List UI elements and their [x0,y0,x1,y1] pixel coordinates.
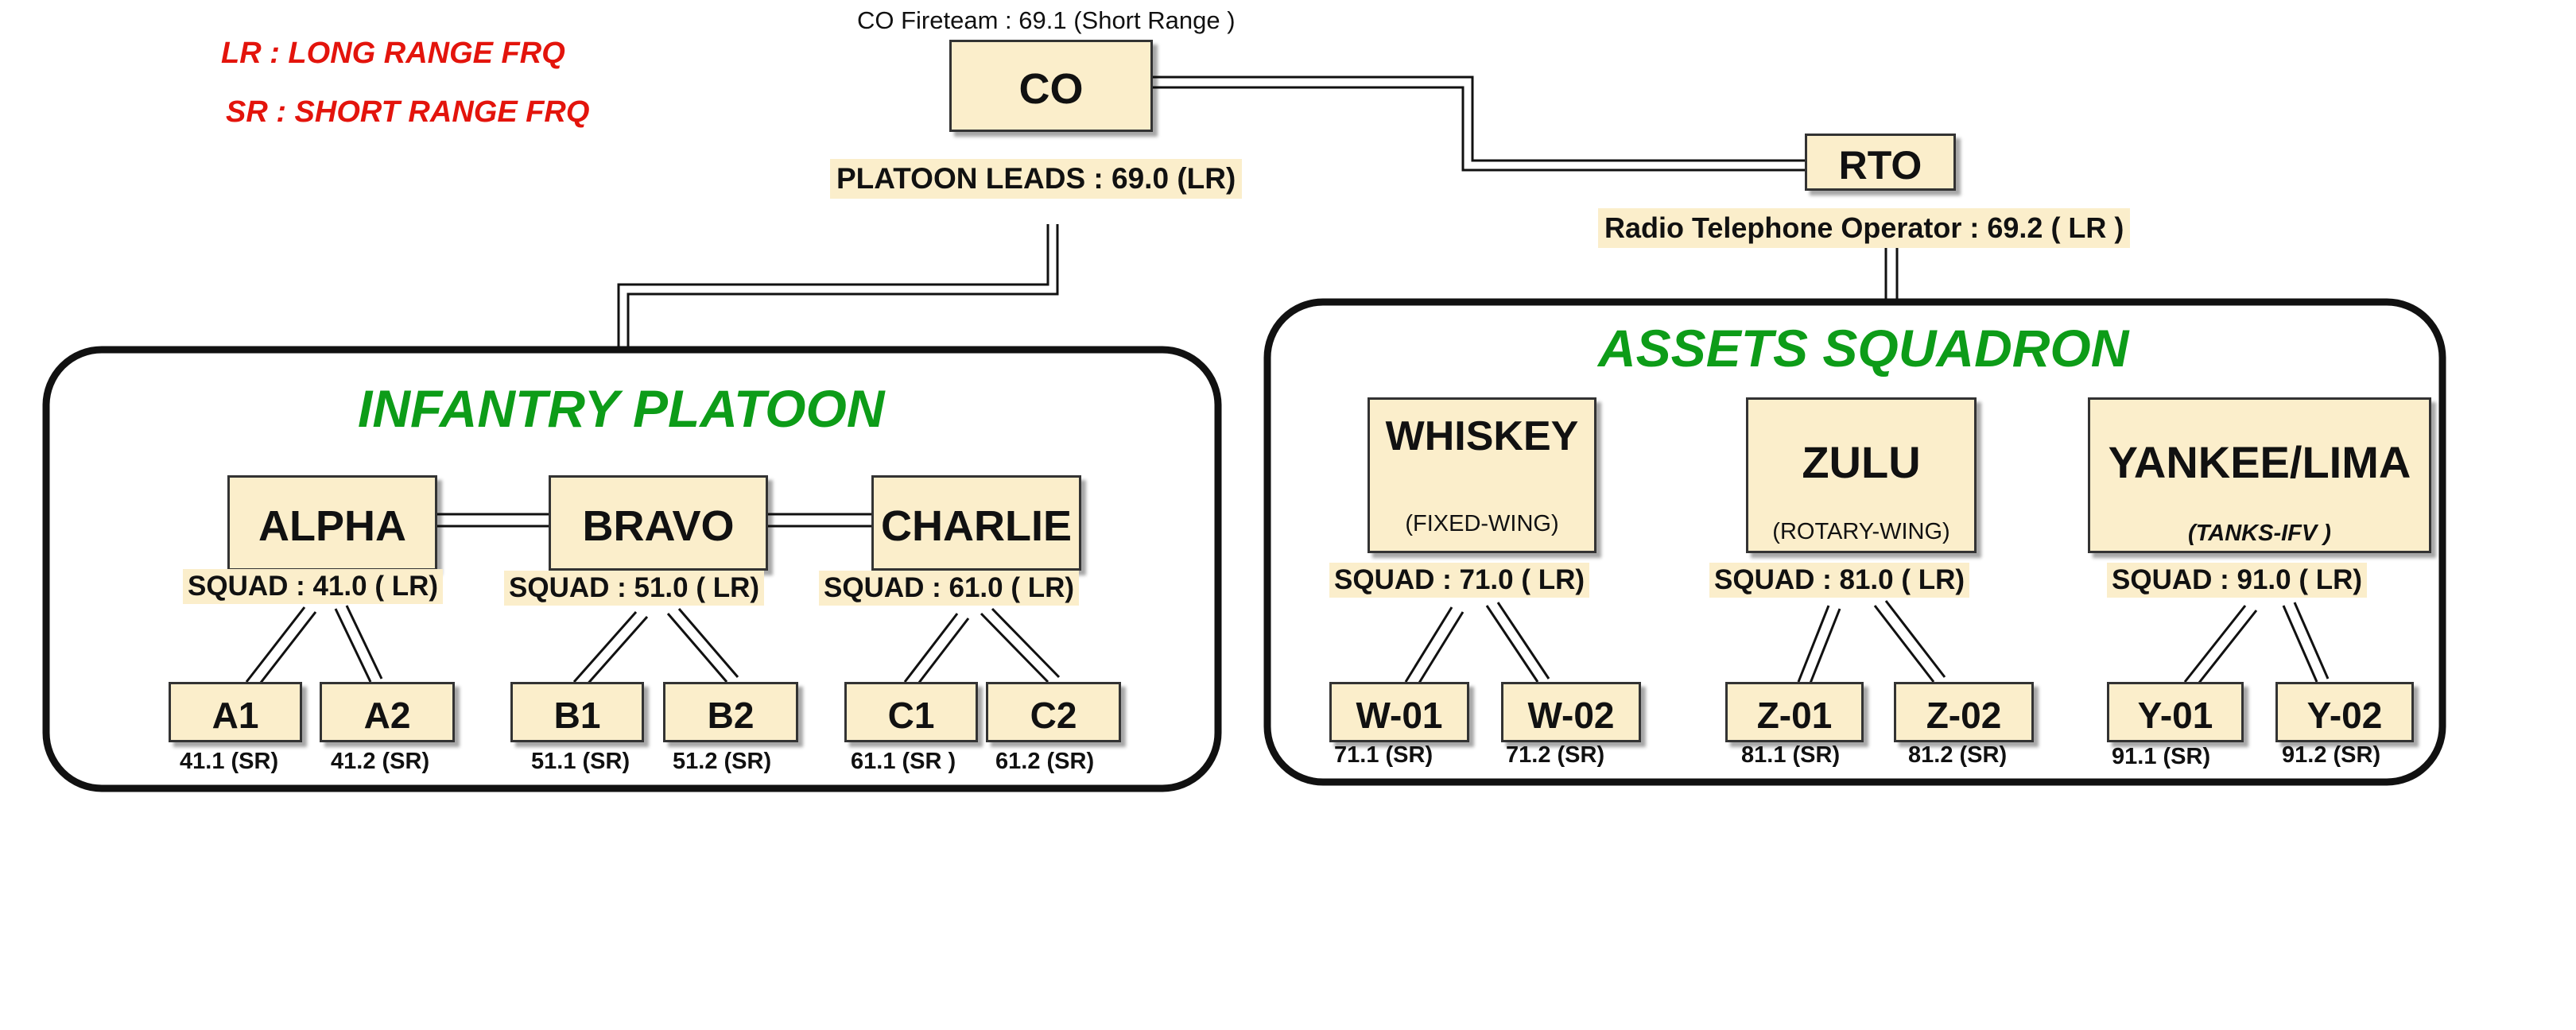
link-whiskey-w02 [1485,602,1550,683]
team-w01-label: W-01 [1356,695,1443,736]
team-b2-freq: 51.2 (SR) [673,749,772,774]
team-y02-box: Y-02 [2275,682,2414,742]
co-fireteam-caption: CO Fireteam : 69.1 (Short Range ) [852,5,1240,37]
team-b1-label: B1 [553,695,601,736]
co-box: CO [949,40,1153,132]
link-yankee-y01 [2183,605,2258,687]
team-w02-freq: 71.2 (SR) [1506,742,1605,768]
team-c2-label: C2 [1030,695,1077,736]
link-rto-assets [1884,245,1899,302]
squad-zulu-sub: (ROTARY-WING) [1772,519,1950,544]
team-w01-freq: 71.1 (SR) [1334,742,1433,768]
squad-zulu-label: ZULU [1802,437,1921,487]
legend-lr: LR : LONG RANGE FRQ [221,37,565,70]
rto-caption: Radio Telephone Operator : 69.2 ( LR ) [1598,208,2131,248]
team-a2-box: A2 [320,682,455,742]
squad-yankee-lima-label: YANKEE/LIMA [2108,437,2411,487]
link-alpha-bravo [433,513,549,528]
squad-bravo-box: BRAVO [549,475,768,571]
team-c2-freq: 61.2 (SR) [995,749,1095,774]
squad-yankee-lima-box: YANKEE/LIMA (TANKS-IFV ) [2088,397,2431,553]
team-b2-label: B2 [707,695,755,736]
squad-alpha-freq: SQUAD : 41.0 ( LR) [183,569,444,604]
link-bravo-b2 [666,608,739,683]
infantry-platoon-container [42,346,1222,792]
squad-whiskey-box: WHISKEY (FIXED-WING) [1368,397,1596,553]
team-c1-box: C1 [844,682,978,742]
team-z02-box: Z-02 [1894,682,2034,742]
team-a1-label: A1 [211,695,259,736]
link-alpha-a1 [245,606,317,687]
team-c2-box: C2 [986,682,1121,742]
squad-charlie-freq: SQUAD : 61.0 ( LR) [819,571,1080,606]
co-label: CO [1018,65,1084,113]
link-bravo-charlie [765,513,873,528]
team-z02-freq: 81.2 (SR) [1908,742,2008,768]
squad-alpha-box: ALPHA [227,475,437,571]
squad-zulu-freq: SQUAD : 81.0 ( LR) [1709,563,1970,598]
link-charlie-c1 [903,613,970,687]
team-a2-freq: 41.2 (SR) [331,749,430,774]
team-z01-box: Z-01 [1725,682,1864,742]
squad-whiskey-freq: SQUAD : 71.0 ( LR) [1329,563,1590,598]
team-a1-freq: 41.1 (SR) [180,749,279,774]
team-y01-freq: 91.1 (SR) [2112,744,2211,769]
team-y02-freq: 91.2 (SR) [2282,742,2381,768]
team-w02-box: W-02 [1501,682,1641,742]
team-b1-box: B1 [510,682,644,742]
team-c1-freq: 61.1 (SR ) [851,749,956,774]
link-co-rto [1153,76,1806,172]
team-b2-box: B2 [663,682,798,742]
legend-sr: SR : SHORT RANGE FRQ [226,95,590,129]
team-a2-label: A2 [363,695,411,736]
rto-box: RTO [1805,134,1956,191]
squad-yankee-lima-freq: SQUAD : 91.0 ( LR) [2107,563,2368,598]
team-c1-label: C1 [887,695,935,736]
team-a1-box: A1 [169,682,302,742]
squad-zulu-box: ZULU (ROTARY-WING) [1746,397,1977,553]
squad-whiskey-label: WHISKEY [1385,413,1579,459]
link-charlie-c2 [980,607,1061,683]
team-y01-box: Y-01 [2107,682,2244,742]
assets-squadron-title: ASSETS SQUADRON [1598,319,2129,378]
squad-bravo-label: BRAVO [582,502,735,550]
link-yankee-y02 [2282,602,2330,683]
link-bravo-b1 [572,611,649,687]
rto-label: RTO [1838,143,1922,188]
team-w02-label: W-02 [1527,695,1615,736]
team-w01-box: W-01 [1329,682,1469,742]
team-z01-freq: 81.1 (SR) [1741,742,1841,768]
link-alpha-a2 [334,605,383,683]
team-y02-label: Y-02 [2306,695,2383,736]
link-zulu-z01 [1797,605,1841,686]
squad-charlie-label: CHARLIE [881,502,1072,550]
team-b1-freq: 51.1 (SR) [531,749,630,774]
squad-alpha-label: ALPHA [258,502,406,550]
link-co-infantry [617,224,1059,350]
link-whiskey-w01 [1404,606,1465,687]
team-z01-label: Z-01 [1756,695,1833,736]
squad-yankee-lima-sub: (TANKS-IFV ) [2188,521,2331,546]
team-z02-label: Z-02 [1926,695,2002,736]
link-zulu-z02 [1873,600,1946,683]
squad-whiskey-sub: (FIXED-WING) [1405,511,1559,536]
assets-squadron-container [1263,298,2446,786]
infantry-platoon-title: INFANTRY PLATOON [358,379,885,438]
team-y01-label: Y-01 [2137,695,2213,736]
platoon-leads-caption: PLATOON LEADS : 69.0 (LR) [830,159,1243,199]
squad-charlie-box: CHARLIE [871,475,1081,571]
squad-bravo-freq: SQUAD : 51.0 ( LR) [504,571,765,606]
